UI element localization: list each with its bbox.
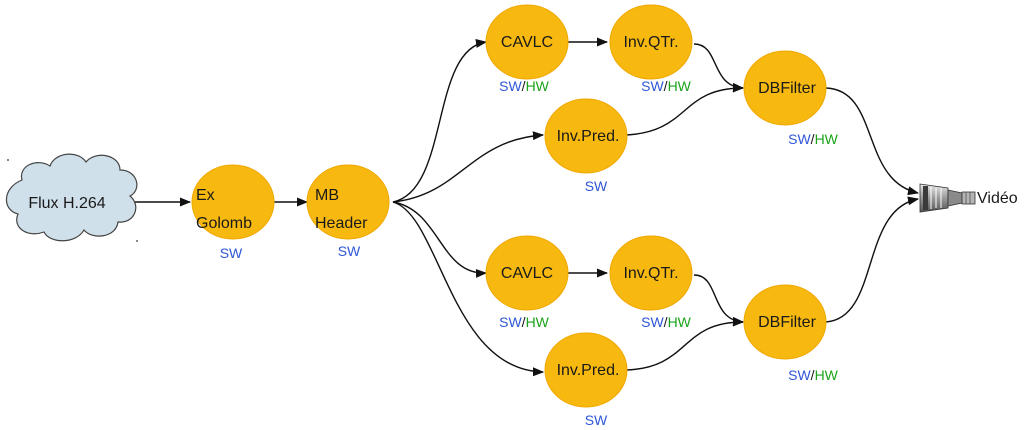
output-video: Vidéo [919,183,1018,213]
impl-label: SW [585,412,608,428]
node-invqtr-top: Inv.QTr. SW/HW [609,4,693,94]
node-invqtr-bot: Inv.QTr. SW/HW [609,235,693,330]
stray-dot [136,240,138,242]
node-shape [191,164,275,240]
edge-mbheader-cavlc-bot [392,201,488,278]
impl-label: SW [585,178,608,194]
node-label: DBFilter [758,80,816,97]
node-label: CAVLC [501,265,553,282]
node-label: Inv.Pred. [557,128,620,145]
edge-invpred-dbfilter-top [625,83,745,136]
node-label: Inv.QTr. [623,265,678,282]
node-label-line1: Ex [196,187,215,204]
node-shape [544,332,628,408]
impl-label: SW [338,243,361,259]
stray-dot [7,159,9,161]
node-shape [609,235,693,311]
node-shape [743,284,827,360]
node-label-line1: MB [315,187,339,204]
node-label: Inv.QTr. [623,34,678,51]
node-mbheader: MB Header SW [306,164,390,259]
node-shape [306,164,390,240]
impl-label: SW/HW [788,367,839,383]
edge-mbheader-invpred-bot [392,201,545,377]
node-label: DBFilter [758,314,816,331]
node-label-line2: Golomb [196,215,252,232]
impl-label: SW/HW [641,78,692,94]
cloud-icon [5,153,138,242]
node-cavlc-top: CAVLC SW/HW [485,4,569,94]
impl-label: SW/HW [499,78,550,94]
node-label: Inv.Pred. [557,362,620,379]
edges [135,37,920,377]
node-shape [743,50,827,126]
node-dbfilter-top: DBFilter SW/HW [743,50,839,147]
impl-label: SW [220,245,243,261]
impl-label: SW/HW [788,131,839,147]
node-exgolomb: Ex Golomb SW [191,164,275,261]
edge-mbheader-invpred-top [392,131,545,203]
source-cloud: Flux H.264 [5,153,138,242]
edge-dbfilter-bot-video [825,196,920,323]
film-reel-icon [919,183,976,213]
node-invpred-top: Inv.Pred. SW [544,98,628,194]
source-label: Flux H.264 [28,195,105,212]
impl-label: SW/HW [641,314,692,330]
edge-mbheader-cavlc-top [392,39,488,203]
edge-invqtr-dbfilter-bot [693,274,745,326]
impl-label: SW/HW [499,314,550,330]
edge-dbfilter-top-video [825,87,920,196]
node-label-line2: Header [315,215,368,232]
nodes: Ex Golomb SW MB Header SW CAVLC SW/HW [191,4,839,428]
edge-invqtr-dbfilter-top [693,43,745,92]
node-shape [544,98,628,174]
node-cavlc-bot: CAVLC SW/HW [485,235,569,330]
node-invpred-bot: Inv.Pred. SW [544,332,628,428]
node-shape [485,4,569,80]
node-shape [485,235,569,311]
node-shape [609,4,693,80]
node-label: CAVLC [501,34,553,51]
node-dbfilter-bot: DBFilter SW/HW [743,284,839,383]
edge-invpred-dbfilter-bot [625,317,745,371]
output-label: Vidéo [977,190,1018,207]
